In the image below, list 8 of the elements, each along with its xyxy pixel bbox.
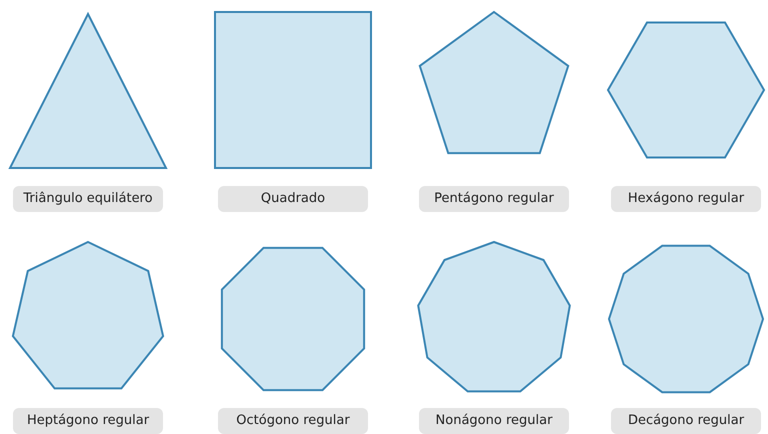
shape-label: Nonágono regular xyxy=(419,408,569,434)
shape-label: Heptágono regular xyxy=(13,408,163,434)
shape-label: Quadrado xyxy=(218,186,368,212)
shape-label: Octógono regular xyxy=(218,408,368,434)
shape-label: Hexágono regular xyxy=(611,186,761,212)
shape-label: Triângulo equilátero xyxy=(13,186,163,212)
shape-label: Pentágono regular xyxy=(419,186,569,212)
shape-label: Decágono regular xyxy=(611,408,761,434)
